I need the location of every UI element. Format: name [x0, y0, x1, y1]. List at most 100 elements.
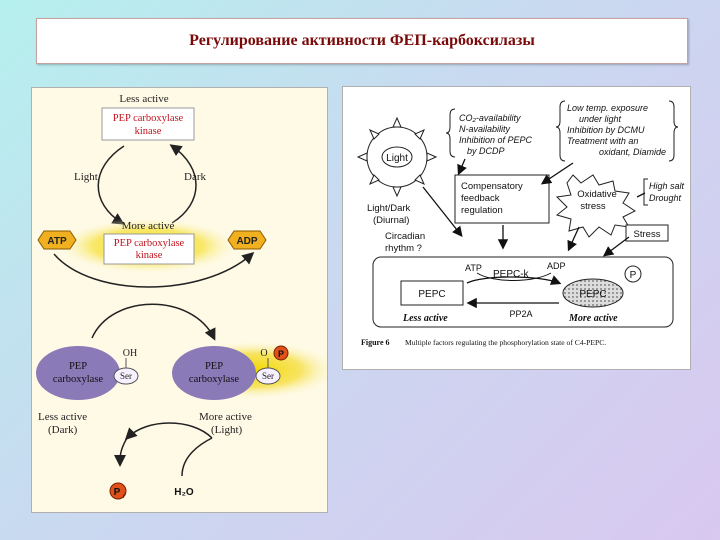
pep-active-line1: PEP	[205, 361, 223, 372]
low-line1: Low temp. exposure	[567, 103, 648, 113]
comp-line3: regulation	[461, 205, 503, 216]
phosphorylation-arrow	[91, 303, 216, 341]
brace-low-temp	[555, 100, 566, 162]
pep-carboxylase-active	[172, 346, 256, 400]
high-salt-arrow	[636, 192, 646, 198]
ser-label-inactive: Ser	[120, 371, 132, 381]
kinase-active-line2: kinase	[136, 250, 163, 261]
brace-co2	[445, 108, 456, 158]
light-label: Light	[74, 171, 98, 183]
o-label: O	[260, 348, 267, 359]
left-diagram-panel: Less active PEP carboxylase kinase Light…	[31, 87, 328, 513]
oxidative-stress-burst	[555, 174, 636, 238]
adp-right-label: ADP	[547, 261, 566, 271]
atp-adp-arrow	[53, 252, 255, 288]
low-line4: Treatment with an	[567, 136, 638, 146]
pp2a-label: PP2A	[509, 309, 532, 319]
more-active-bottom-label: More active	[199, 411, 252, 423]
phosphate-badge	[273, 345, 289, 361]
dark-arrow	[169, 144, 197, 224]
ox-line2: stress	[580, 201, 606, 212]
high-line1: High salt	[649, 181, 685, 191]
pepck-arrow	[466, 275, 562, 285]
co2-line2: N-availability	[459, 124, 511, 134]
low-temp-arrow	[540, 162, 574, 185]
sun-arrow	[422, 186, 463, 238]
sun-light-label: Light	[386, 153, 408, 164]
kinase-active-line1: PEP carboxylase	[114, 238, 185, 249]
pi-badge	[109, 482, 127, 500]
oh-label: OH	[123, 348, 137, 359]
co2-line3: Inhibition of PEPC	[459, 135, 533, 145]
co2-arrow	[457, 158, 467, 176]
light-arrow	[97, 145, 125, 225]
more-active-right: More active	[568, 313, 618, 324]
low-line5: oxidant, Diamide	[599, 147, 666, 157]
kinase-box-inactive	[101, 107, 195, 141]
pep-inactive-line2: carboxylase	[53, 374, 103, 385]
dark-paren-label: (Dark)	[48, 424, 78, 436]
title-box: Регулирование активности ФЕП-карбоксилаз…	[36, 18, 688, 64]
pep-inactive-line1: PEP	[69, 361, 87, 372]
low-line2: under light	[579, 114, 622, 124]
figure-label: Figure 6	[361, 338, 390, 347]
pi-label: P	[114, 487, 121, 498]
water-arrow	[181, 437, 213, 477]
comp-line2: feedback	[461, 193, 500, 204]
kinase-box-active	[103, 233, 195, 265]
high-line2: Drought	[649, 193, 682, 203]
atp-right-label: ATP	[465, 263, 482, 273]
brace-low-temp-right	[668, 100, 679, 162]
figure-caption: Multiple factors regulating the phosphor…	[405, 338, 606, 347]
less-active-top-label: Less active	[119, 93, 168, 105]
adp-badge: ADP	[227, 230, 267, 250]
ox-line1: Oxidative	[577, 189, 617, 200]
atp-badge: ATP	[37, 230, 77, 250]
right-diagram-panel: Light CO₂-availability N-availability In…	[342, 86, 691, 370]
stress-box	[625, 224, 669, 242]
left-diagram: Less active PEP carboxylase kinase Light…	[36, 93, 327, 500]
brace-high-salt	[643, 178, 648, 206]
pi-subscript: i	[123, 493, 125, 500]
ser-label-active: Ser	[262, 371, 274, 381]
kinase-inactive-line2: kinase	[135, 126, 162, 137]
circ-line2: rhythm ?	[385, 243, 422, 254]
pepc-phosphate-label: P	[630, 270, 637, 281]
pep-carboxylase-inactive	[36, 346, 120, 400]
comp-line1: Compensatory	[461, 181, 523, 192]
ld-line1: Light/Dark	[367, 203, 411, 214]
ld-line2: (Diurnal)	[373, 215, 409, 226]
circ-line1: Circadian	[385, 231, 425, 242]
less-active-bottom-label: Less active	[38, 411, 87, 423]
less-active-right: Less active	[402, 313, 448, 324]
regulation-box	[372, 256, 674, 328]
pi-release-arrow	[114, 437, 128, 467]
h2o-label: H₂O	[174, 487, 194, 498]
compensatory-box	[454, 174, 550, 224]
oxidative-arrow	[567, 226, 580, 252]
more-active-top-label: More active	[122, 220, 175, 232]
light-paren-label: (Light)	[211, 424, 242, 436]
atp-adp-curve	[476, 272, 552, 281]
kinase-inactive-line1: PEP carboxylase	[113, 113, 184, 124]
dark-label: Dark	[184, 171, 206, 183]
co2-line4: by DCDP	[467, 146, 505, 156]
adp-label: ADP	[236, 236, 257, 247]
dephosphorylation-arrow	[124, 422, 213, 441]
low-line3: Inhibition by DCMU	[567, 125, 645, 135]
pepc-active-ellipse	[562, 278, 624, 308]
stress-arrow	[602, 236, 630, 257]
pepc-active-label: PEPC	[579, 289, 606, 300]
pep-active-line2: carboxylase	[189, 374, 239, 385]
stress-label: Stress	[634, 229, 661, 240]
right-diagram: Light CO₂-availability N-availability In…	[356, 100, 685, 347]
co2-line1: CO₂-availability	[459, 113, 521, 123]
atp-label: ATP	[47, 236, 67, 247]
phosphate-label: P	[278, 349, 284, 359]
pepc-inactive-box	[400, 280, 464, 306]
pepc-phosphate	[624, 265, 642, 283]
slide-title: Регулирование активности ФЕП-карбоксилаз…	[189, 32, 535, 49]
sun-icon	[356, 116, 438, 198]
pepck-label: PEPC-k	[493, 269, 530, 280]
pepc-inactive-label: PEPC	[418, 289, 445, 300]
